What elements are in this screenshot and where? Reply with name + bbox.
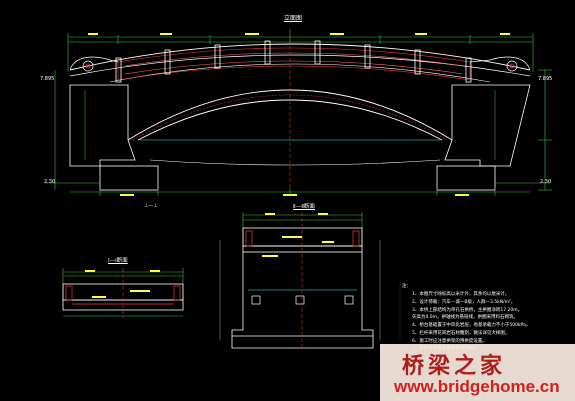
railing-panels xyxy=(117,47,471,81)
note-line-6: 5、栏杆采用花岗岩石材雕刻，做法详见大样图。 xyxy=(412,331,510,336)
elevation-right-level: 7.895 xyxy=(538,76,553,82)
right-abutment xyxy=(444,84,531,167)
note-line-2: 2、设计荷载：汽车—城—B级，人群—3.5kN/m²。 xyxy=(412,300,516,305)
section-i-dim-marks xyxy=(85,270,160,298)
elevation-view xyxy=(45,28,552,196)
elevation-bottom-dimensions xyxy=(45,182,550,196)
note-line-7: 6、施工时应注意拱架的预拱度设置。 xyxy=(412,339,487,344)
note-line-5: 4、桥台基础置于中风化岩层，地基承载力不小于500kPa。 xyxy=(412,323,531,328)
section-ii-dim-marks xyxy=(262,213,334,257)
deck-top-curve xyxy=(69,43,531,71)
elevation-dim-marks xyxy=(88,33,510,196)
elevation-right-footing-level: 2.30 xyxy=(540,179,552,185)
left-abutment xyxy=(69,84,136,167)
railing-base-curve xyxy=(109,63,491,83)
note-line-1: 1、本图尺寸除标高以米计外，其余均以厘米计。 xyxy=(412,292,510,297)
elevation-side-dimensions xyxy=(54,69,552,191)
note-line-4: 矢高为4.0m，拱轴线为悬链线，拱圈采用料石砌筑。 xyxy=(412,315,519,320)
section-ii-pier xyxy=(231,252,374,349)
section-i-title: Ⅰ—Ⅰ断面 xyxy=(108,258,128,264)
left-footing xyxy=(99,165,159,191)
railing-end-ornament-left xyxy=(69,56,119,72)
watermark-chinese-text: 桥梁之家 xyxy=(402,353,507,379)
deck-lower-curve xyxy=(69,54,531,77)
section-ii-dimensions xyxy=(219,212,381,340)
elevation-bottom-label: ⊥—⊥ xyxy=(144,203,158,209)
elevation-left-level: 7.895 xyxy=(40,76,55,82)
riverbed-line xyxy=(149,159,441,166)
railing-posts xyxy=(115,40,472,83)
watermark-logo: 桥梁之家 www.bridgehome.cn xyxy=(380,344,575,401)
elevation-title: 立面图 xyxy=(284,15,303,22)
section-ii-view xyxy=(219,212,381,350)
section-ii-voids xyxy=(248,289,357,305)
section-i-view xyxy=(62,268,184,318)
section-ii-title: Ⅱ—Ⅱ断面 xyxy=(293,204,315,210)
railing-end-ornament-right xyxy=(469,56,531,72)
watermark-url: www.bridgehome.cn xyxy=(394,377,560,396)
section-ii-railings xyxy=(245,230,360,247)
note-line-3: 3、本桥上部结构为单孔石拱桥，主拱圈净跨17.20m， xyxy=(412,308,523,313)
elevation-left-footing-level: 2.30 xyxy=(44,179,56,185)
section-ii-deck xyxy=(242,227,363,253)
right-footing xyxy=(436,165,496,191)
notes-title: 注： xyxy=(402,284,411,289)
